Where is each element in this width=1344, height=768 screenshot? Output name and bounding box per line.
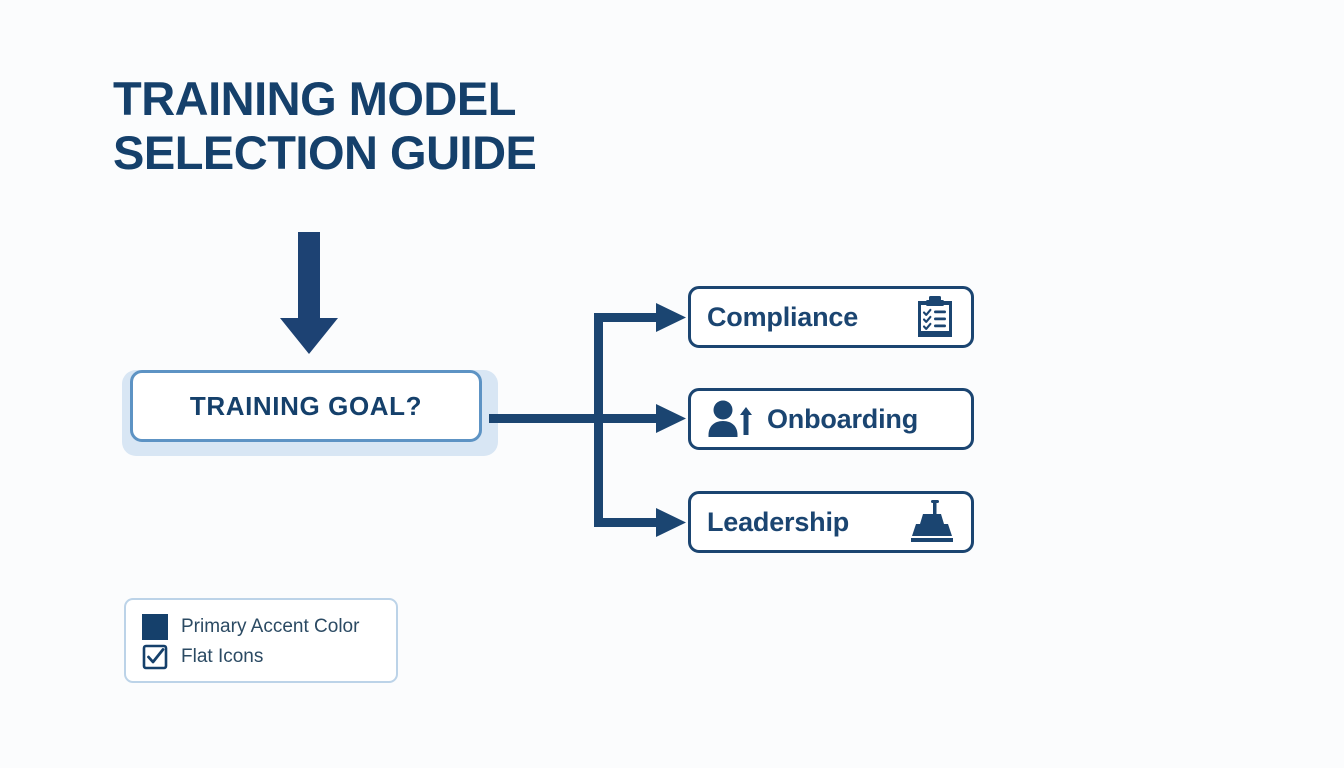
legend: Primary Accent Color Flat Icons (124, 598, 398, 683)
connector-branch-onboarding (594, 414, 662, 423)
person-add-icon (708, 400, 752, 437)
arrowhead-onboarding-icon (656, 404, 686, 433)
decision-node-box[interactable]: TRAINING GOAL? (130, 370, 482, 442)
page-title: TRAINING MODEL SELECTION GUIDE (113, 72, 537, 179)
legend-item-label: Flat Icons (181, 646, 264, 667)
option-compliance-label: Compliance (707, 301, 859, 332)
podium-lectern-icon (911, 500, 953, 542)
connector-stem (489, 414, 602, 423)
legend-item-primary-accent-color: Primary Accent Color (142, 612, 396, 642)
legend-item-label: Primary Accent Color (181, 616, 360, 637)
option-onboarding[interactable]: Onboarding (688, 388, 974, 450)
decision-node[interactable]: TRAINING GOAL? (122, 370, 498, 456)
arrowhead-compliance-icon (656, 303, 686, 332)
connector-branch-compliance (594, 313, 662, 322)
option-onboarding-label: Onboarding (767, 403, 918, 434)
filled-square-icon (142, 614, 168, 640)
checkbox-checked-icon (142, 644, 168, 670)
arrowhead-leadership-icon (656, 508, 686, 537)
option-leadership-label: Leadership (707, 506, 850, 537)
option-leadership[interactable]: Leadership (688, 491, 974, 553)
connector-branch-leadership (594, 518, 662, 527)
connector-trunk (594, 313, 603, 527)
clipboard-checklist-icon (918, 296, 952, 337)
option-compliance[interactable]: Compliance (688, 286, 974, 348)
decision-node-label: TRAINING GOAL? (189, 390, 423, 421)
down-arrow-icon (280, 232, 338, 354)
legend-item-flat-icons: Flat Icons (142, 642, 396, 672)
